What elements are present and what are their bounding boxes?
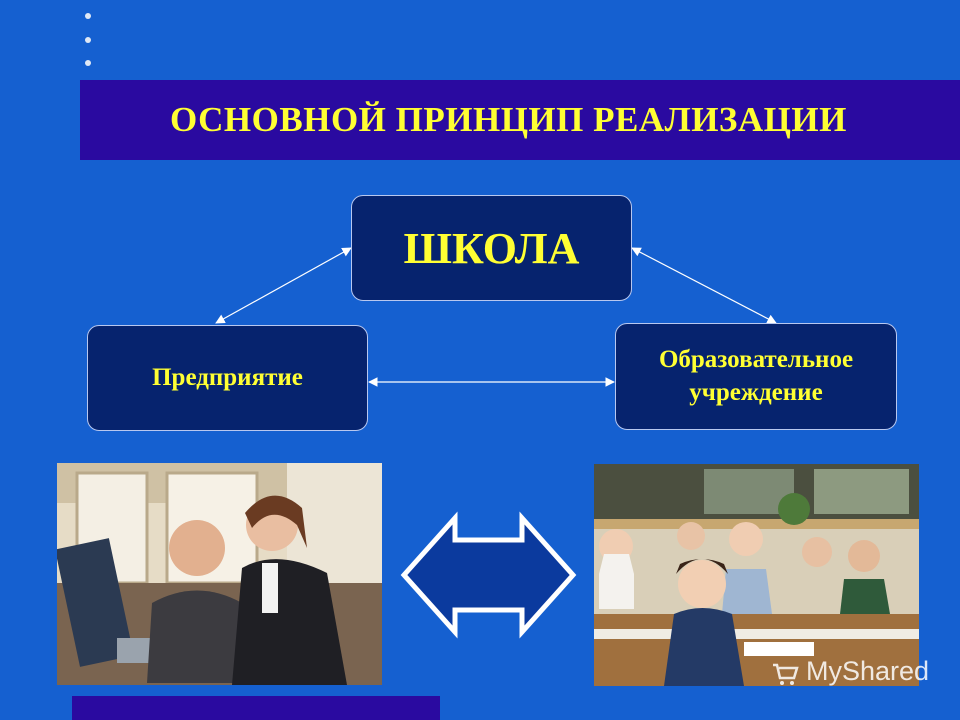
node-enterprise: Предприятие [87, 325, 368, 431]
title-band: ОСНОВНОЙ ПРИНЦИП РЕАЛИЗАЦИИ [80, 80, 960, 160]
node-enterprise-label: Предприятие [152, 364, 303, 391]
arrow-school-education [631, 247, 777, 324]
node-education: Образовательное учреждение [615, 323, 897, 430]
office-scene-illustration [57, 463, 382, 685]
classroom-students-photo [594, 464, 919, 686]
decor-dot [85, 37, 91, 43]
cart-icon [773, 663, 799, 685]
office-workers-photo [57, 463, 382, 685]
watermark-text: MyShared [806, 656, 930, 686]
node-education-label-line1: Образовательное [658, 346, 854, 373]
decor-dot [85, 60, 91, 66]
bottom-band [72, 696, 440, 720]
arrow-school-enterprise [215, 247, 352, 324]
node-school: ШКОЛА [351, 195, 632, 301]
slide-title: ОСНОВНОЙ ПРИНЦИП РЕАЛИЗАЦИИ [170, 100, 847, 139]
decor-dot [85, 13, 91, 19]
double-arrow-icon [400, 511, 577, 639]
classroom-scene-illustration [594, 464, 919, 686]
node-education-label-line2: учреждение [689, 378, 823, 406]
node-school-label: ШКОЛА [403, 223, 580, 273]
watermark: MyShared [770, 656, 929, 687]
